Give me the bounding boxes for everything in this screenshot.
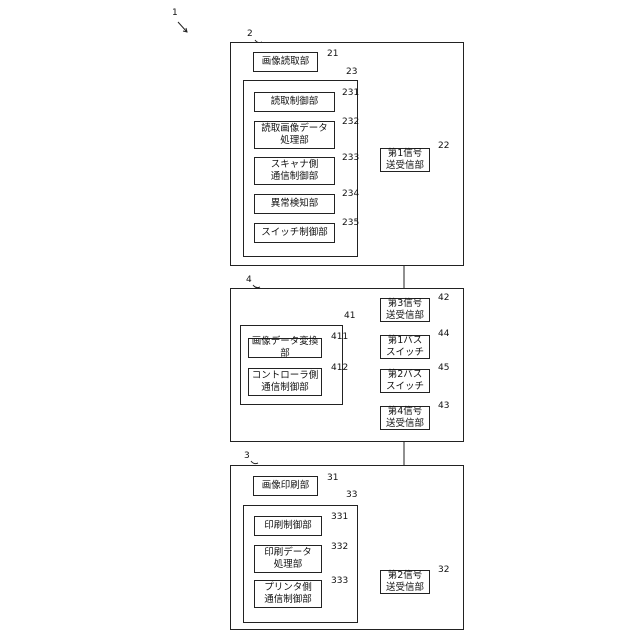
controller-comm-control-unit: コントローラ側 通信制御部 xyxy=(248,368,322,396)
first-bus-switch-label: 第1バス スイッチ xyxy=(386,335,424,359)
scanner-comm-control-ref: 233 xyxy=(342,153,359,163)
image-reading-unit-label: 画像読取部 xyxy=(262,56,310,68)
anomaly-detection-ref: 234 xyxy=(342,189,359,199)
third-signal-transceiver-ref: 42 xyxy=(438,293,449,303)
printer-comm-control-ref: 333 xyxy=(331,576,348,586)
print-data-processing-label: 印刷データ 処理部 xyxy=(264,547,312,571)
image-printing-unit-label: 画像印刷部 xyxy=(262,480,310,492)
switch-control-ref: 235 xyxy=(342,218,359,228)
image-printing-unit: 画像印刷部 xyxy=(253,476,318,496)
printer-controller-ref: 33 xyxy=(346,490,357,500)
image-data-conversion-unit: 画像データ変換部 xyxy=(248,338,322,358)
figure-arrow-icon xyxy=(178,22,187,32)
controller-unit-ref: 4 xyxy=(246,275,252,285)
controller-comm-control-ref: 412 xyxy=(331,363,348,373)
second-signal-transceiver-label: 第2信号 送受信部 xyxy=(386,570,424,594)
read-image-data-processing-label: 読取画像データ 処理部 xyxy=(261,123,328,147)
fourth-signal-transceiver: 第4信号 送受信部 xyxy=(380,406,430,430)
scanner-ref: 2 xyxy=(247,29,253,39)
first-signal-transceiver-ref: 22 xyxy=(438,141,449,151)
print-control-label: 印刷制御部 xyxy=(264,520,312,532)
first-signal-transceiver-label: 第1信号 送受信部 xyxy=(386,148,424,172)
read-image-data-processing-unit: 読取画像データ 処理部 xyxy=(254,121,335,149)
switch-control-unit: スイッチ制御部 xyxy=(254,223,335,243)
first-bus-switch-ref: 44 xyxy=(438,329,449,339)
fourth-signal-transceiver-ref: 43 xyxy=(438,401,449,411)
processor-ref: 41 xyxy=(344,311,355,321)
second-bus-switch: 第2バス スイッチ xyxy=(380,369,430,393)
reading-control-unit: 読取制御部 xyxy=(254,92,335,112)
first-bus-switch: 第1バス スイッチ xyxy=(380,335,430,359)
printer-ref: 3 xyxy=(244,451,250,461)
first-signal-transceiver: 第1信号 送受信部 xyxy=(380,148,430,172)
second-signal-transceiver-ref: 32 xyxy=(438,565,449,575)
anomaly-detection-label: 異常検知部 xyxy=(271,198,319,210)
image-reading-unit-ref: 21 xyxy=(327,49,338,59)
third-signal-transceiver: 第3信号 送受信部 xyxy=(380,298,430,322)
scanner-controller-ref: 23 xyxy=(346,67,357,77)
figure-ref: 1 xyxy=(172,8,178,18)
scanner-comm-control-unit: スキャナ側 通信制御部 xyxy=(254,157,335,185)
fourth-signal-transceiver-label: 第4信号 送受信部 xyxy=(386,406,424,430)
reading-control-ref: 231 xyxy=(342,88,359,98)
second-bus-switch-ref: 45 xyxy=(438,363,449,373)
printer-comm-control-label: プリンタ側 通信制御部 xyxy=(264,582,312,606)
switch-control-label: スイッチ制御部 xyxy=(261,227,328,239)
image-data-conversion-ref: 411 xyxy=(331,332,348,342)
image-printing-unit-ref: 31 xyxy=(327,473,338,483)
image-reading-unit: 画像読取部 xyxy=(253,52,318,72)
read-image-data-processing-ref: 232 xyxy=(342,117,359,127)
reading-control-label: 読取制御部 xyxy=(271,96,319,108)
anomaly-detection-unit: 異常検知部 xyxy=(254,194,335,214)
second-signal-transceiver: 第2信号 送受信部 xyxy=(380,570,430,594)
print-data-processing-ref: 332 xyxy=(331,542,348,552)
scanner-comm-control-label: スキャナ側 通信制御部 xyxy=(271,159,319,183)
third-signal-transceiver-label: 第3信号 送受信部 xyxy=(386,298,424,322)
leader-3 xyxy=(251,461,258,464)
image-data-conversion-label: 画像データ変換部 xyxy=(249,336,321,360)
printer-comm-control-unit: プリンタ側 通信制御部 xyxy=(254,580,322,608)
print-control-unit: 印刷制御部 xyxy=(254,516,322,536)
controller-comm-control-label: コントローラ側 通信制御部 xyxy=(252,370,319,394)
print-control-ref: 331 xyxy=(331,512,348,522)
print-data-processing-unit: 印刷データ 処理部 xyxy=(254,545,322,573)
second-bus-switch-label: 第2バス スイッチ xyxy=(386,369,424,393)
